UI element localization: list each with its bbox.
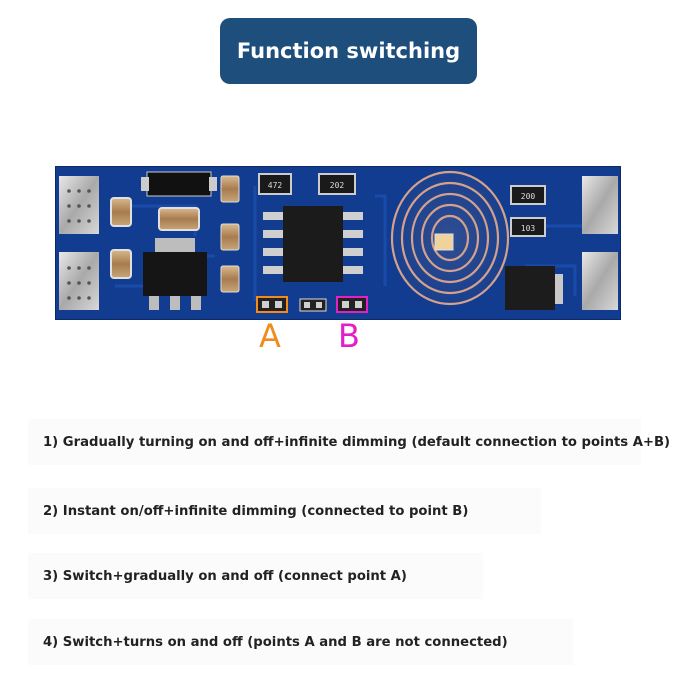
resistor-472: 472 [258,173,292,195]
title-badge: Function switching [220,18,477,84]
jumper-b-outline [336,296,368,313]
option-4: 4) Switch+turns on and off (points A and… [28,619,573,665]
svg-text:200: 200 [521,192,536,201]
right-bottom-pad [582,252,618,310]
svg-text:103: 103 [521,224,536,233]
jumper-a-outline [256,296,288,313]
pcb-board-graphic: 472 202 200 103 [54,165,622,321]
left-bottom-pad [59,252,99,310]
right-top-pad [582,176,618,234]
option-3: 3) Switch+gradually on and off (connect … [28,553,483,599]
option-4-text: 4) Switch+turns on and off (points A and… [43,634,508,650]
label-point-b: B [338,317,360,355]
label-point-a: A [259,317,281,355]
option-2-text: 2) Instant on/off+infinite dimming (conn… [43,503,469,519]
resistor-202: 202 [318,173,356,195]
option-1: 1) Gradually turning on and off+infinite… [28,419,670,465]
resistor-200: 200 [510,185,546,205]
main-ic-chip [283,206,343,282]
svg-text:472: 472 [268,181,283,190]
option-2: 2) Instant on/off+infinite dimming (conn… [28,488,541,534]
option-1-text: 1) Gradually turning on and off+infinite… [43,434,671,450]
resistor-103: 103 [510,217,546,237]
pcb-board-image: 472 202 200 103 [54,165,622,321]
option-3-text: 3) Switch+gradually on and off (connect … [43,568,407,584]
svg-text:202: 202 [330,181,345,190]
page-title: Function switching [236,39,461,63]
